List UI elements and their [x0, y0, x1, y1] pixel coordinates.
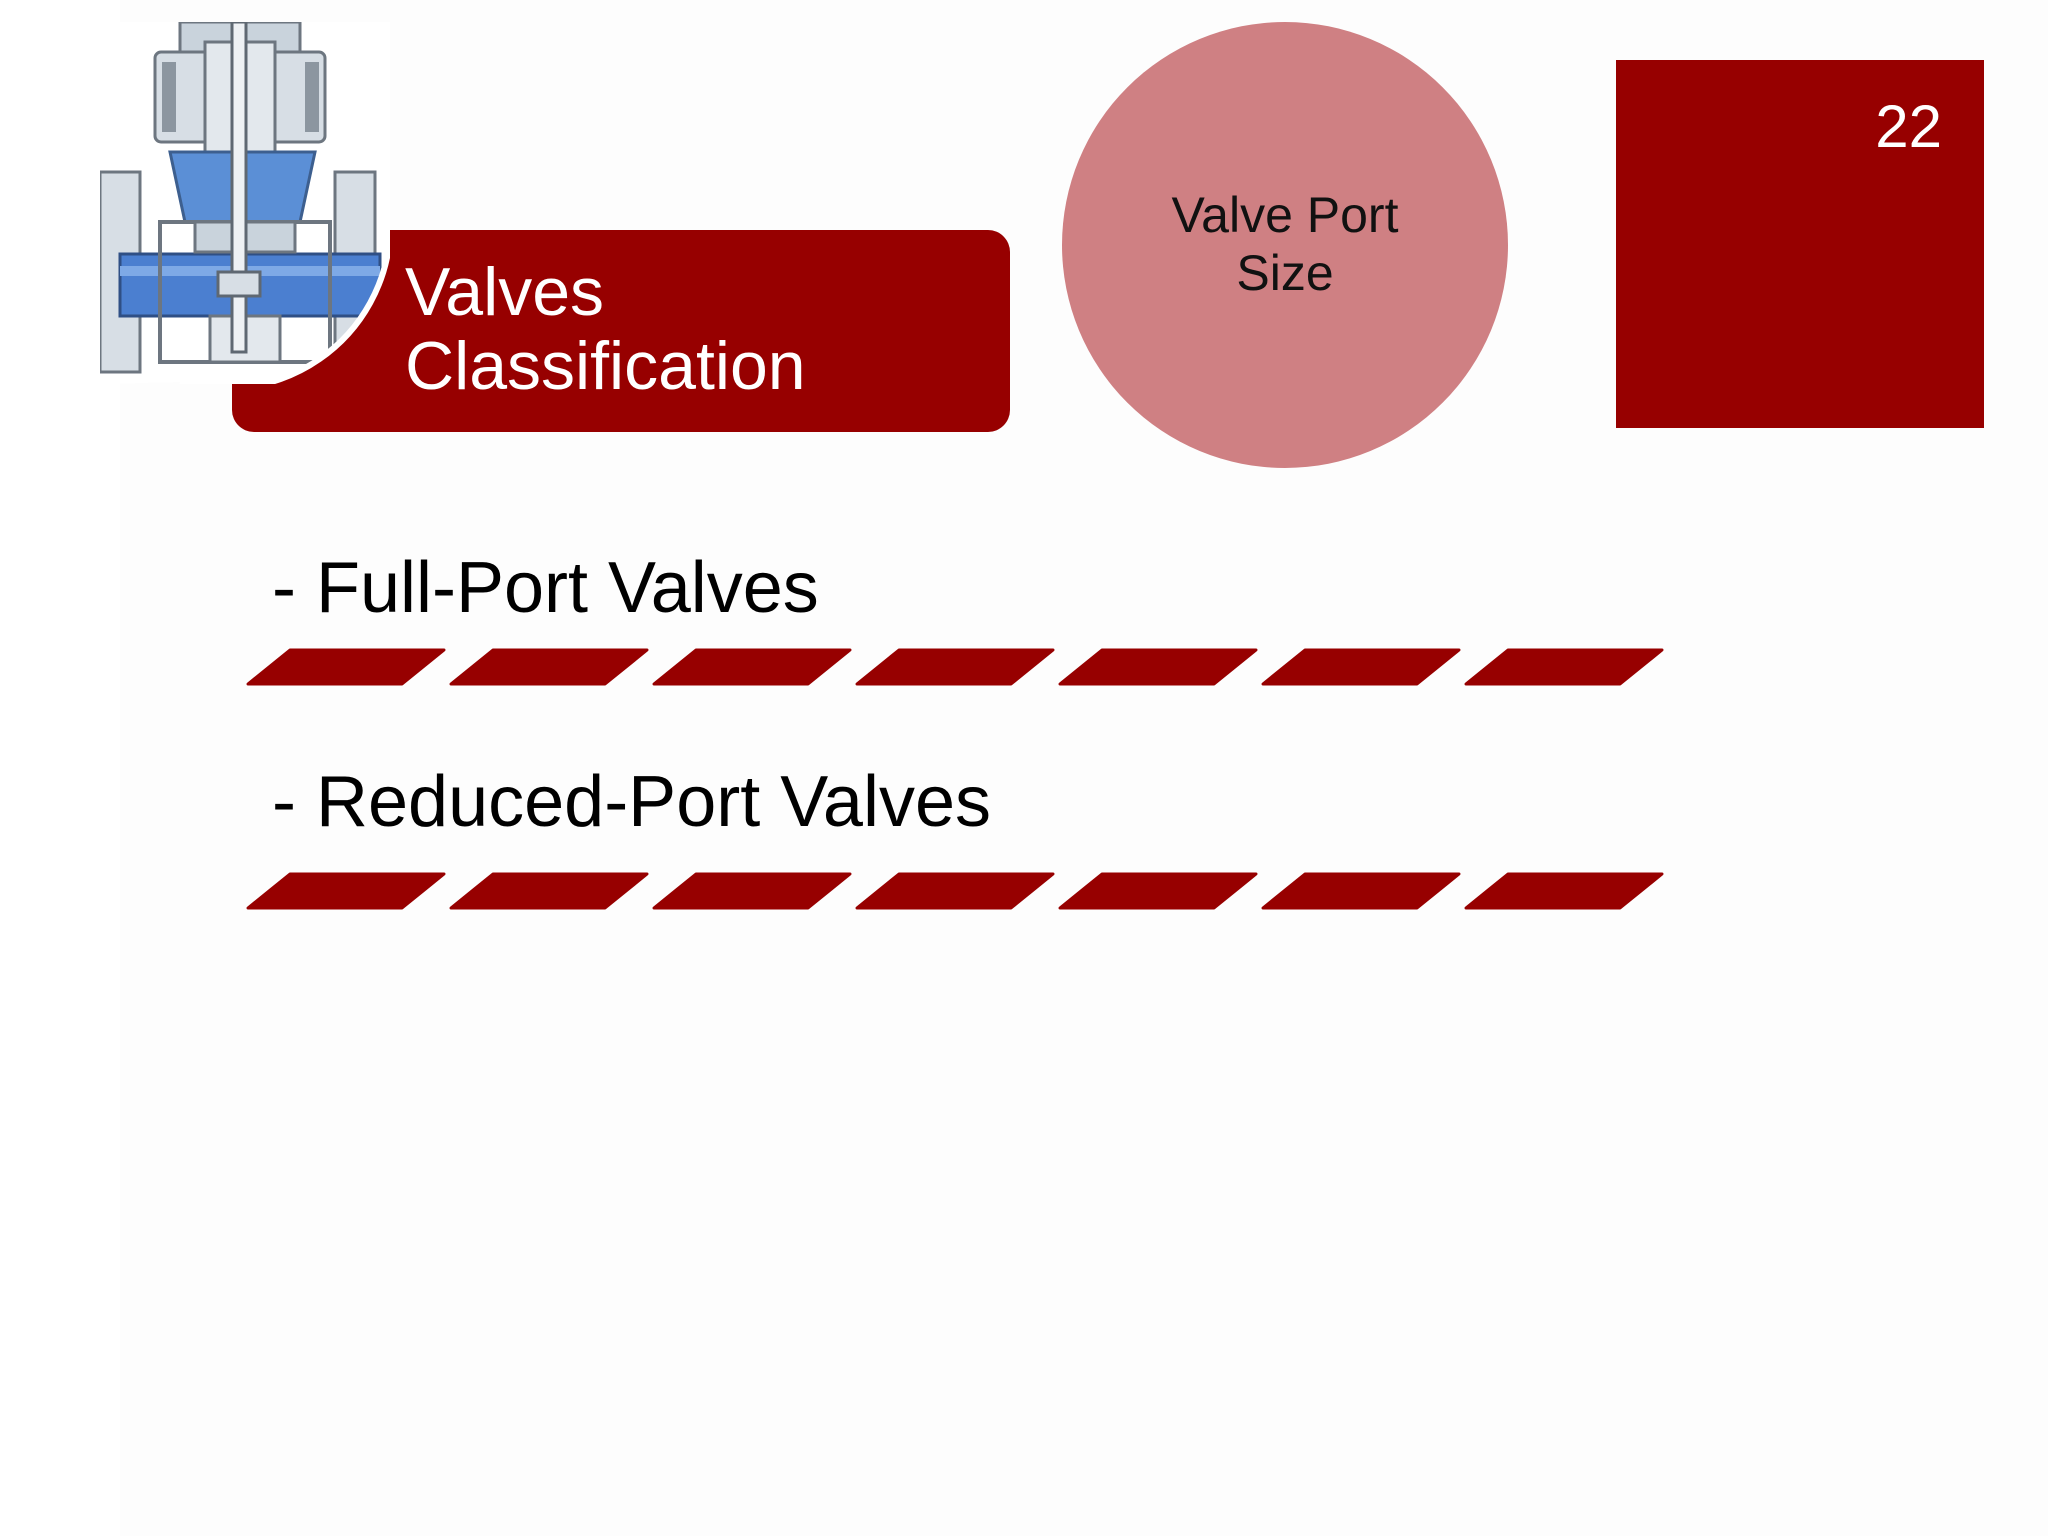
bullet-reduced-port: - Reduced-Port Valves — [272, 762, 991, 842]
bullet-full-port: - Full-Port Valves — [272, 548, 819, 628]
dash-segment — [246, 648, 446, 686]
topic-label-line-2: Size — [1236, 245, 1334, 301]
dash-segment — [652, 872, 852, 910]
slide-title: Valves Classification — [405, 255, 985, 403]
dash-segment — [246, 872, 446, 910]
dash-segment — [855, 648, 1055, 686]
dash-segment — [1261, 872, 1461, 910]
dash-segment — [652, 648, 852, 686]
slide-title-line-2: Classification — [405, 328, 806, 404]
topic-circle — [1062, 22, 1508, 468]
slide-title-line-1: Valves — [405, 254, 605, 330]
dash-segment — [855, 872, 1055, 910]
dash-segment — [1464, 872, 1664, 910]
dash-segment — [1058, 872, 1258, 910]
dash-segment — [1464, 648, 1664, 686]
dash-segment — [449, 872, 649, 910]
dash-segment — [449, 648, 649, 686]
dash-divider-1 — [246, 648, 1664, 686]
topic-label-line-1: Valve Port — [1171, 187, 1399, 243]
slide-number: 22 — [1875, 93, 1942, 160]
dash-divider-2 — [246, 872, 1664, 910]
topic-label: Valve Port Size — [1062, 186, 1508, 302]
slide-number-box: 22 — [1616, 60, 1984, 428]
dash-segment — [1058, 648, 1258, 686]
dash-segment — [1261, 648, 1461, 686]
valve-cutaway-icon — [100, 22, 390, 384]
